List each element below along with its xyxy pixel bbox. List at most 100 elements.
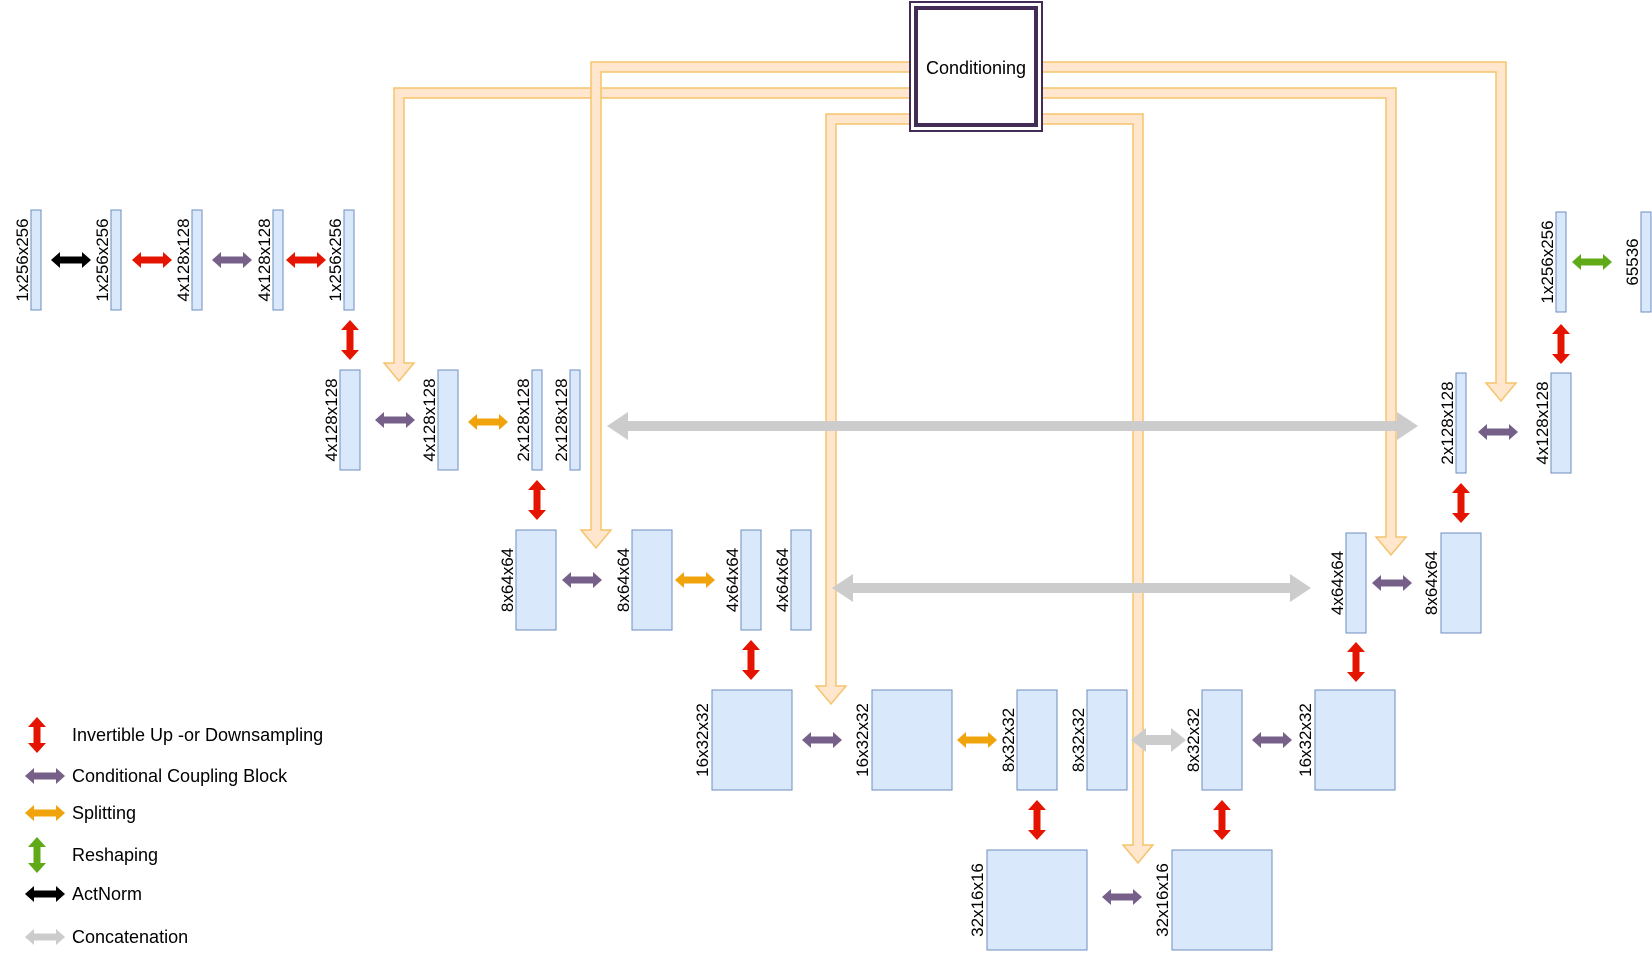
tensor-label-t16: 8x32x32 bbox=[999, 708, 1018, 772]
coupling-arrow-5 bbox=[1102, 889, 1142, 905]
legend-concatenation-label: Concatenation bbox=[72, 927, 188, 947]
tensor-label-t10: 8x64x64 bbox=[498, 548, 517, 612]
tensor-label-t24: 2x128x128 bbox=[1438, 381, 1457, 464]
conditioning-pipe-l1-right bbox=[1032, 61, 1518, 403]
splitting-arrow-3 bbox=[957, 732, 997, 748]
legend-item-splitting: Splitting bbox=[25, 803, 136, 823]
tensor-label-t27: 65536 bbox=[1623, 238, 1642, 285]
tensor-t9 bbox=[569, 369, 581, 471]
legend-actnorm-label: ActNorm bbox=[72, 884, 142, 904]
tensor-t17 bbox=[1086, 689, 1128, 791]
tensor-t8 bbox=[531, 369, 543, 471]
tensor-label-t4: 4x128x128 bbox=[255, 218, 274, 301]
tensor-t7 bbox=[437, 369, 459, 471]
tensor-t10 bbox=[515, 529, 557, 631]
legend-concatenation-icon bbox=[25, 929, 65, 945]
legend-sampling-label: Invertible Up -or Downsampling bbox=[72, 725, 323, 745]
tensor-t19 bbox=[1171, 849, 1273, 951]
sampling-arrow-up-1 bbox=[1213, 800, 1231, 840]
tensor-t27 bbox=[1640, 211, 1652, 313]
legend-item-concatenation: Concatenation bbox=[25, 927, 188, 947]
tensor-labels: 1x256x256 1x256x256 4x128x128 4x128x128 … bbox=[13, 218, 1642, 936]
tensor-t14 bbox=[711, 689, 793, 791]
tensor-t15 bbox=[871, 689, 953, 791]
tensor-t3 bbox=[191, 209, 203, 311]
tensor-label-t5: 1x256x256 bbox=[326, 218, 345, 301]
legend-item-reshaping: Reshaping bbox=[28, 837, 158, 873]
legend-splitting-icon bbox=[25, 805, 65, 821]
tensor-label-t2: 1x256x256 bbox=[93, 218, 112, 301]
sampling-arrow-down-2 bbox=[528, 480, 546, 520]
tensor-t11 bbox=[631, 529, 673, 631]
operation-arrows bbox=[51, 252, 1612, 905]
tensor-label-t19: 32x16x16 bbox=[1153, 863, 1172, 937]
concat-arrow-level2 bbox=[832, 574, 1311, 602]
concatenation-skips bbox=[607, 412, 1418, 752]
conditioning-pipe-l3-right bbox=[1032, 87, 1408, 557]
concat-arrow-level1 bbox=[607, 412, 1418, 440]
coupling-arrow-1 bbox=[212, 252, 252, 268]
conditioning-label: Conditioning bbox=[926, 58, 1026, 78]
tensor-label-t26: 1x256x256 bbox=[1538, 220, 1557, 303]
tensor-t24 bbox=[1455, 372, 1467, 474]
legend-reshaping-icon bbox=[28, 837, 46, 873]
legend-item-coupling: Conditional Coupling Block bbox=[25, 766, 288, 786]
conditioning-pipes bbox=[382, 61, 1518, 865]
tensor-t12 bbox=[740, 529, 762, 631]
tensor-t20 bbox=[1201, 689, 1243, 791]
tensor-label-t3: 4x128x128 bbox=[174, 218, 193, 301]
coupling-arrow-6 bbox=[1252, 732, 1292, 748]
tensor-label-t17: 8x32x32 bbox=[1069, 708, 1088, 772]
actnorm-arrow-1 bbox=[51, 252, 91, 268]
tensor-blocks bbox=[30, 209, 1652, 951]
tensor-label-t22: 4x64x64 bbox=[1328, 551, 1347, 615]
sampling-arrow-up-4 bbox=[1552, 324, 1570, 364]
coupling-arrow-8 bbox=[1478, 424, 1518, 440]
legend-reshaping-label: Reshaping bbox=[72, 845, 158, 865]
coupling-arrow-2 bbox=[375, 412, 415, 428]
splitting-arrow-2 bbox=[675, 572, 715, 588]
reshaping-arrow-1 bbox=[1572, 254, 1612, 270]
sampling-arrow-up-2 bbox=[1347, 642, 1365, 682]
legend-splitting-label: Splitting bbox=[72, 803, 136, 823]
conditioning-pipe-l2-left bbox=[579, 61, 912, 550]
tensor-t21 bbox=[1314, 689, 1396, 791]
tensor-t6 bbox=[339, 369, 361, 471]
tensor-t26 bbox=[1555, 211, 1567, 313]
sampling-arrow-2 bbox=[286, 252, 326, 268]
tensor-label-t15: 16x32x32 bbox=[853, 703, 872, 777]
tensor-label-t18: 32x16x16 bbox=[968, 863, 987, 937]
tensor-t16 bbox=[1016, 689, 1058, 791]
conditioning-box: Conditioning bbox=[909, 1, 1043, 132]
tensor-label-t12: 4x64x64 bbox=[723, 548, 742, 612]
legend-sampling-icon bbox=[28, 717, 46, 753]
legend-coupling-icon bbox=[25, 768, 65, 784]
tensor-t2 bbox=[110, 209, 122, 311]
tensor-t18 bbox=[986, 849, 1088, 951]
tensor-label-t20: 8x32x32 bbox=[1184, 708, 1203, 772]
tensor-t4 bbox=[272, 209, 284, 311]
tensor-t1 bbox=[30, 209, 42, 311]
sampling-arrow-down-3 bbox=[742, 640, 760, 680]
conditioning-pipe-l1-left bbox=[382, 87, 912, 383]
sampling-arrow-down-1 bbox=[341, 320, 359, 360]
conditioning-pipe-l4-right bbox=[1032, 113, 1155, 865]
legend-coupling-label: Conditional Coupling Block bbox=[72, 766, 288, 786]
tensor-label-t13: 4x64x64 bbox=[773, 548, 792, 612]
legend-item-actnorm: ActNorm bbox=[25, 884, 142, 904]
tensor-label-t11: 8x64x64 bbox=[614, 548, 633, 612]
tensor-label-t21: 16x32x32 bbox=[1296, 703, 1315, 777]
coupling-arrow-3 bbox=[562, 572, 602, 588]
tensor-label-t1: 1x256x256 bbox=[13, 218, 32, 301]
tensor-t13 bbox=[790, 529, 812, 631]
tensor-label-t9: 2x128x128 bbox=[552, 378, 571, 461]
splitting-arrow-1 bbox=[468, 414, 508, 430]
tensor-label-t23: 8x64x64 bbox=[1422, 551, 1441, 615]
legend-item-sampling: Invertible Up -or Downsampling bbox=[28, 717, 323, 753]
tensor-t5 bbox=[343, 209, 355, 311]
legend-actnorm-icon bbox=[25, 886, 65, 902]
tensor-t25 bbox=[1550, 372, 1572, 474]
tensor-t22 bbox=[1345, 532, 1367, 634]
sampling-arrow-down-4 bbox=[1028, 800, 1046, 840]
